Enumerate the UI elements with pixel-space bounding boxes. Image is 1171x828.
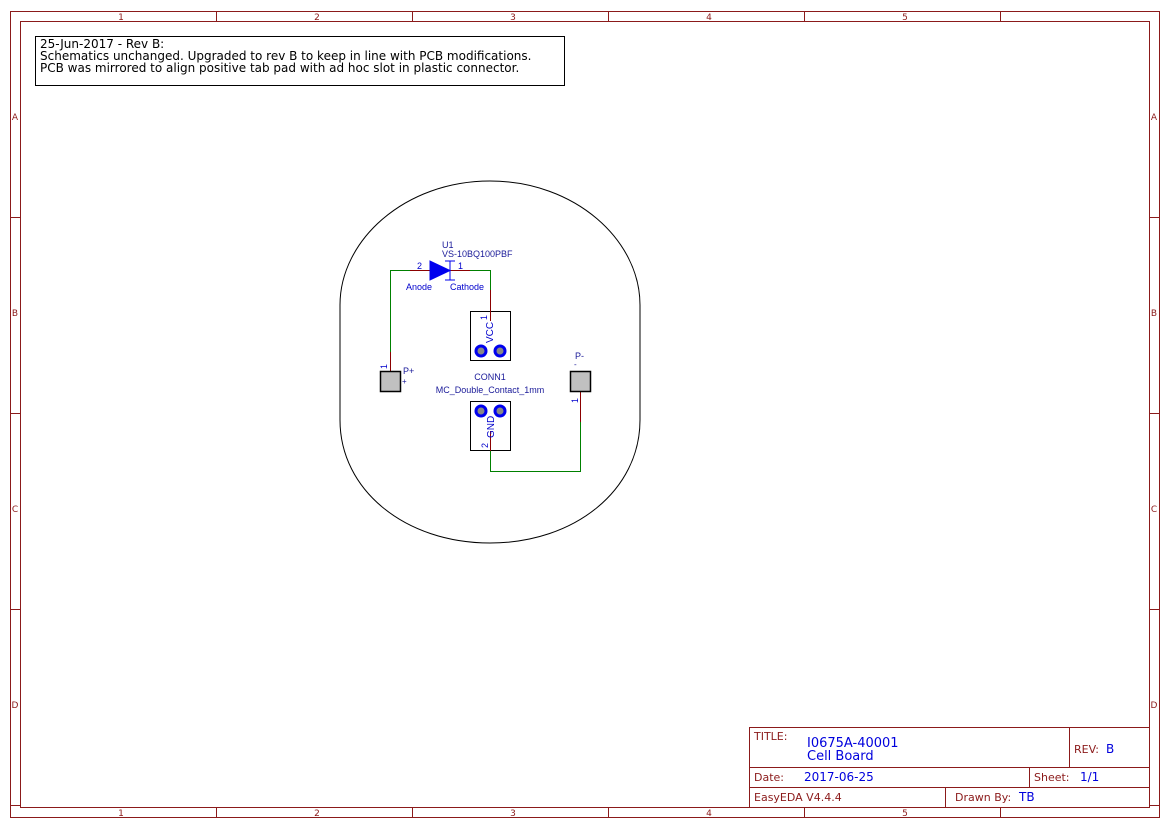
row-label-left-d: D — [12, 701, 19, 711]
column-label-bottom-1: 1 — [118, 809, 124, 819]
sheet-frame — [10, 11, 1160, 818]
pad-p-minus-label: P- — [575, 351, 584, 361]
column-label-top-1: 1 — [118, 13, 124, 23]
vcc-label: VCC — [485, 322, 496, 343]
pad-p-minus-sublabel: - — [574, 360, 577, 369]
revision-note: 25-Jun-2017 - Rev B: Schematics unchange… — [35, 36, 565, 86]
board-outline — [339, 180, 641, 544]
vcc-contact-hole-1-icon — [474, 344, 488, 358]
diode-anode-label: Anode — [406, 282, 432, 292]
connector-vcc-part[interactable]: 1 VCC — [470, 311, 511, 361]
sheet-label: Sheet: — [1034, 771, 1070, 784]
diode-cathode-label: Cathode — [450, 282, 484, 292]
column-label-bottom-5: 5 — [902, 809, 908, 819]
rev-label: REV: — [1074, 743, 1099, 756]
row-label-left-a: A — [12, 113, 19, 123]
diode-cathode-bar-icon — [445, 260, 455, 281]
revision-note-line-2: Schematics unchanged. Upgraded to rev B … — [40, 49, 532, 63]
wire-gnd-to-p-minus — [490, 422, 581, 472]
column-label-top-2: 2 — [314, 13, 320, 23]
vcc-pin-number: 1 — [479, 315, 489, 320]
tool-version: EasyEDA V4.4.4 — [754, 791, 842, 804]
diode-designator: U1 — [442, 240, 454, 250]
pad-p-plus-pin-number: 1 — [379, 364, 389, 369]
row-label-right-a: A — [1151, 113, 1158, 123]
column-label-top-4: 4 — [706, 13, 712, 23]
row-label-left-c: C — [12, 505, 18, 515]
row-label-left-b: B — [12, 309, 18, 319]
connector-gnd-part[interactable]: GND 2 — [470, 401, 511, 452]
diode-cathode-pin-number: 1 — [458, 261, 463, 271]
sheet-value: 1/1 — [1080, 770, 1099, 784]
revision-note-line-1: 25-Jun-2017 - Rev B: — [40, 37, 165, 51]
gnd-pin-number: 2 — [480, 443, 490, 448]
pad-p-plus[interactable]: 1 P+ + — [379, 364, 414, 393]
diode-u1[interactable]: U1 VS-10BQ100PBF 2 1 Anode Cathode — [406, 240, 513, 292]
pad-p-minus-pin-number: 1 — [570, 398, 580, 403]
vcc-contact-hole-2-icon — [493, 344, 507, 358]
diode-triangle-icon — [429, 260, 452, 281]
drawn-by-value: TB — [1018, 790, 1035, 804]
wires — [390, 270, 581, 472]
connector-part-number: MC_Double_Contact_1mm — [436, 385, 545, 395]
connector-designator: CONN1 — [474, 372, 506, 382]
pad-p-plus-sublabel: + — [402, 377, 407, 386]
title-line-2: Cell Board — [807, 749, 874, 764]
row-label-right-b: B — [1151, 309, 1157, 319]
title-label: TITLE: — [753, 730, 787, 743]
column-label-bottom-2: 2 — [314, 809, 320, 819]
wire-cathode-to-vcc — [470, 270, 491, 290]
revision-note-line-3: PCB was mirrored to align positive tab p… — [40, 61, 520, 75]
pad-p-minus[interactable]: P- - 1 — [569, 351, 592, 403]
date-value: 2017-06-25 — [804, 770, 874, 784]
pins — [390, 270, 581, 451]
row-label-right-d: D — [1151, 701, 1158, 711]
gnd-contact-hole-2-icon — [493, 404, 507, 418]
diode-anode-pin-number: 2 — [417, 261, 422, 271]
column-label-top-5: 5 — [902, 13, 908, 23]
row-label-right-c: C — [1151, 505, 1157, 515]
gnd-contact-hole-1-icon — [474, 404, 488, 418]
title-line-1: I0675A-40001 — [807, 736, 899, 751]
pad-p-minus-body — [569, 370, 592, 393]
pad-p-plus-body — [379, 370, 402, 393]
diode-part-number: VS-10BQ100PBF — [442, 249, 513, 259]
drawn-by-label: Drawn By: — [955, 791, 1011, 804]
wire-anode-to-p-plus — [390, 270, 410, 352]
gnd-label: GND — [486, 416, 497, 438]
rev-value: B — [1106, 742, 1114, 756]
date-label: Date: — [754, 771, 784, 784]
column-label-bottom-3: 3 — [510, 809, 516, 819]
title-block — [749, 727, 1150, 808]
column-label-bottom-4: 4 — [706, 809, 712, 819]
column-label-top-3: 3 — [510, 13, 516, 23]
pad-p-plus-label: P+ — [403, 366, 414, 376]
